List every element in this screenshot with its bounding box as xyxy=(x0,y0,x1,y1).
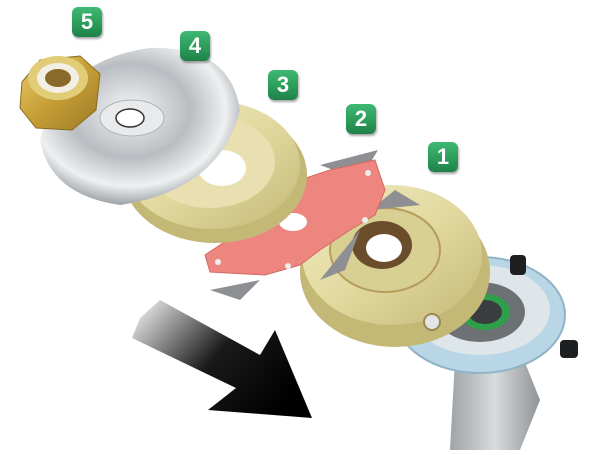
label-badge-4: 4 xyxy=(180,31,210,61)
part-5-lock-nut xyxy=(19,55,101,131)
label-badge-5: 5 xyxy=(72,7,102,37)
direction-arrow-icon xyxy=(132,300,312,418)
label-badge-2: 2 xyxy=(346,104,376,134)
label-badge-1: 1 xyxy=(428,142,458,172)
label-badge-3: 3 xyxy=(268,70,298,100)
